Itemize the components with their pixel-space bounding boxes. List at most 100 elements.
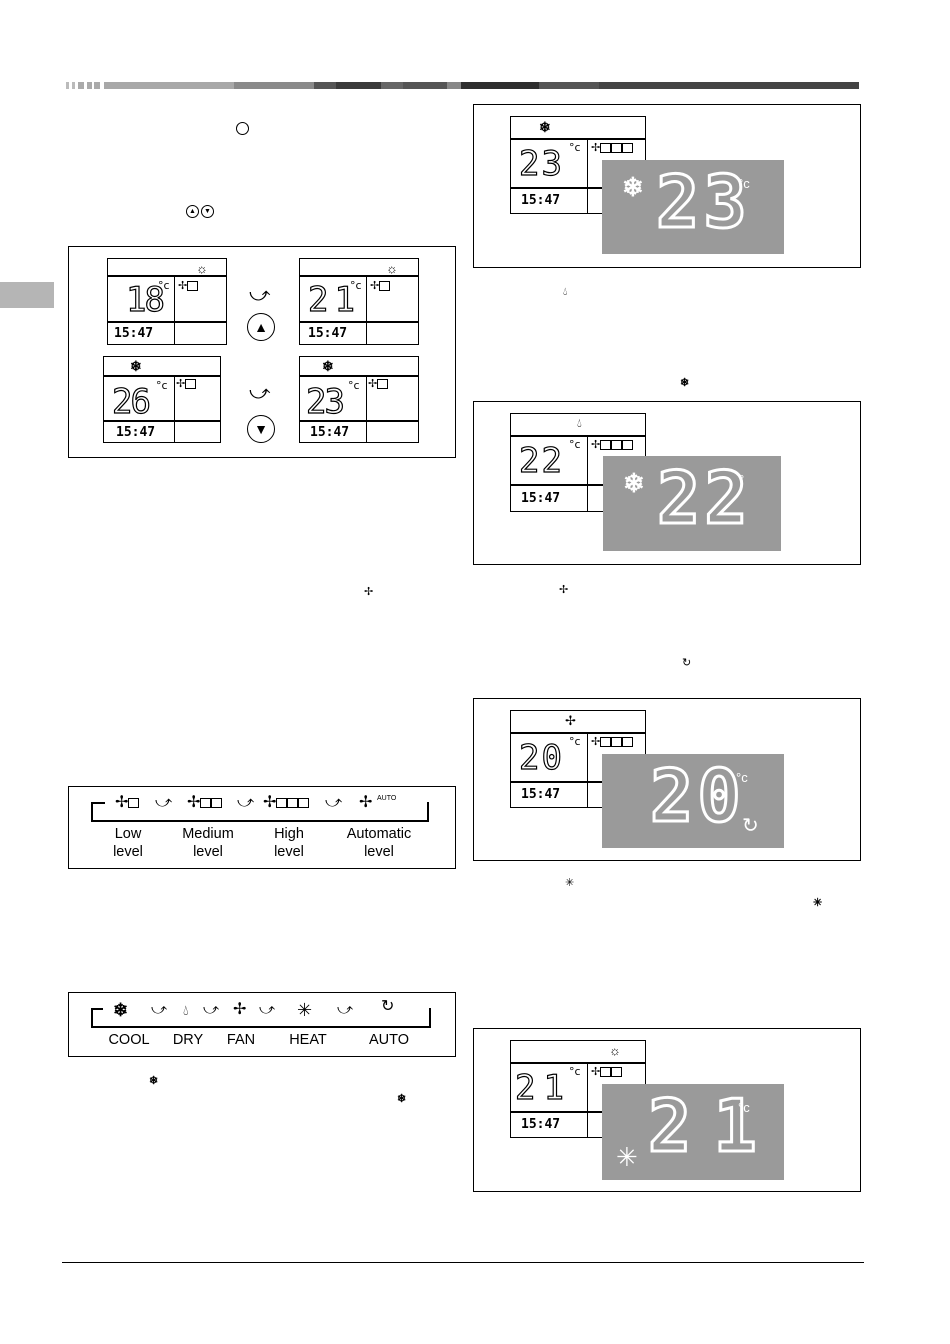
lcd-clock: 15:47 [521,787,561,802]
degree-mark: °c [569,438,581,451]
fan-low-icon: ✢ [176,379,197,390]
curved-arrow-icon: ⤻ [249,284,271,306]
fan-mode-figure: ✢ 20 °c ✢ 15:47 20 °c ↻ [473,698,861,861]
lcd-temp: 21 [307,280,361,320]
fan-icon: ✢ [364,586,374,598]
mode-label-auto: AUTO [368,1032,410,1048]
cycle-line [91,1026,431,1028]
sun-icon: ☼ [609,1043,621,1058]
up-button-icon: ▲ [186,205,199,218]
mode-figure: ❄ ⤻ 💧︎ ⤻ ✢ ⤻ ✳ ⤻ ↻ COOL DRY FAN HEAT AUT… [68,992,456,1057]
fan-high-icon: ✢ [591,737,634,748]
snowflake-icon: ❄ [130,358,142,374]
mode-label-heat: HEAT [289,1032,327,1048]
snowflake-icon: ❄ [397,1093,407,1105]
temp-unit: °c [736,770,748,785]
chapter-tab [0,282,54,308]
lcd-clock: 15:47 [521,193,561,208]
updown-figure: ☼ 18 °c ✢ 15:47 ☼ 21 °c ✢ 15:47 ❄ 26 °c … [68,246,456,458]
drop-icon: 💧︎ [183,1002,189,1018]
degree-mark: °c [156,379,168,392]
fan-high-icon: ✢ [591,440,634,451]
dry-mode-figure: 💧︎ 22 °c ✢ 15:47 ❄ 22 ° [473,401,861,565]
cool-mode-figure: ❄ 23 °c ✢ 15:47 ❄ 23 °c [473,104,861,268]
drop-icon: 💧︎ [563,286,568,298]
sun-icon: ✳ [616,1142,638,1172]
fan-high-icon: ✢ [263,795,310,811]
cycle-line [429,1008,431,1026]
snowflake-icon: ❄ [623,468,645,498]
lcd-clock: 15:47 [521,1117,561,1132]
cycle-line [91,820,429,822]
fan-medium-icon: ✢ [591,1067,623,1078]
degree-mark: °c [569,141,581,154]
fan-icon: ✢ [565,713,576,728]
cycle-line [91,1008,103,1010]
fan-icon: ✢ [559,584,569,596]
lcd-panel: ❄ 26 °c ✢ 15:47 [103,356,221,443]
cycle-line [427,802,429,820]
fan-low-icon: ✢ [370,281,391,292]
cycle-line [91,802,93,820]
down-button[interactable]: ▼ [247,415,275,443]
degree-mark: °c [350,279,362,292]
big-temp: 23 [655,160,751,244]
cycle-line [91,1008,93,1026]
mode-label-fan: FAN [226,1032,256,1048]
curved-arrow-icon: ⤻ [325,794,343,811]
lcd-panel: ☼ 18 °c ✢ 15:47 [107,258,227,345]
down-button-icon: ▼ [201,205,214,218]
degree-mark: °c [158,279,170,292]
mode-label-dry: DRY [172,1032,204,1048]
snowflake-icon: ❄ [113,1000,129,1020]
lcd-clock: 15:47 [521,491,561,506]
lcd-temp: 22 [518,441,564,481]
curved-arrow-icon: ⤻ [249,382,271,404]
snowflake-icon: ❄ [680,377,690,389]
heat-mode-figure: ☼ 21 °c ✢ 15:47 21 °c ✳ [473,1028,861,1192]
fan-low-icon: ✢ [368,379,389,390]
auto-tag: AUTO [377,795,397,802]
lcd-panel: ☼ 21 °c ✢ 15:47 [299,258,419,345]
auto-cycle-icon: ↻ [381,998,395,1015]
lcd-clock: 15:47 [310,425,350,440]
cycle-line [91,802,105,804]
lcd-temp: 20 [518,738,564,778]
lcd-panel: ❄ 23 °c ✢ 15:47 [299,356,419,443]
up-button[interactable]: ▲ [247,313,275,341]
lcd-temp: 26 [111,382,151,422]
lcd-clock: 15:47 [114,326,154,341]
curved-arrow-icon: ⤻ [337,1001,354,1018]
drop-icon: 💧︎ [577,416,582,430]
fan-icon: ✢ [233,1001,247,1018]
zoomed-display: 21 °c ✳ [602,1084,784,1180]
auto-cycle-icon: ↻ [742,815,759,837]
sun-icon: ☼ [196,261,208,276]
sun-icon: ✳ [813,897,823,909]
curved-arrow-icon: ⤻ [155,794,173,811]
fan-low-icon: ✢ [178,281,199,292]
zoomed-display: ❄ 22 ° [603,456,781,551]
lcd-clock: 15:47 [116,425,156,440]
auto-cycle-icon: ↻ [682,657,692,669]
lcd-temp: 18 [125,280,165,320]
degree-mark: °c [348,379,360,392]
big-temp: 20 [649,754,745,838]
snowflake-icon: ❄ [322,358,334,374]
mode-label-cool: COOL [108,1032,150,1048]
sun-icon: ☼ [386,261,398,276]
curved-arrow-icon: ⤻ [237,794,255,811]
curved-arrow-icon: ⤻ [203,1001,220,1018]
lcd-temp: 21 [514,1068,572,1108]
big-temp: 21 [647,1084,779,1168]
sun-icon: ✳ [297,1000,313,1020]
degree-mark: °c [569,735,581,748]
lcd-temp: 23 [305,382,345,422]
temp-unit: °c [738,1100,750,1115]
snowflake-icon: ❄ [149,1075,159,1087]
power-button-icon [236,122,249,135]
